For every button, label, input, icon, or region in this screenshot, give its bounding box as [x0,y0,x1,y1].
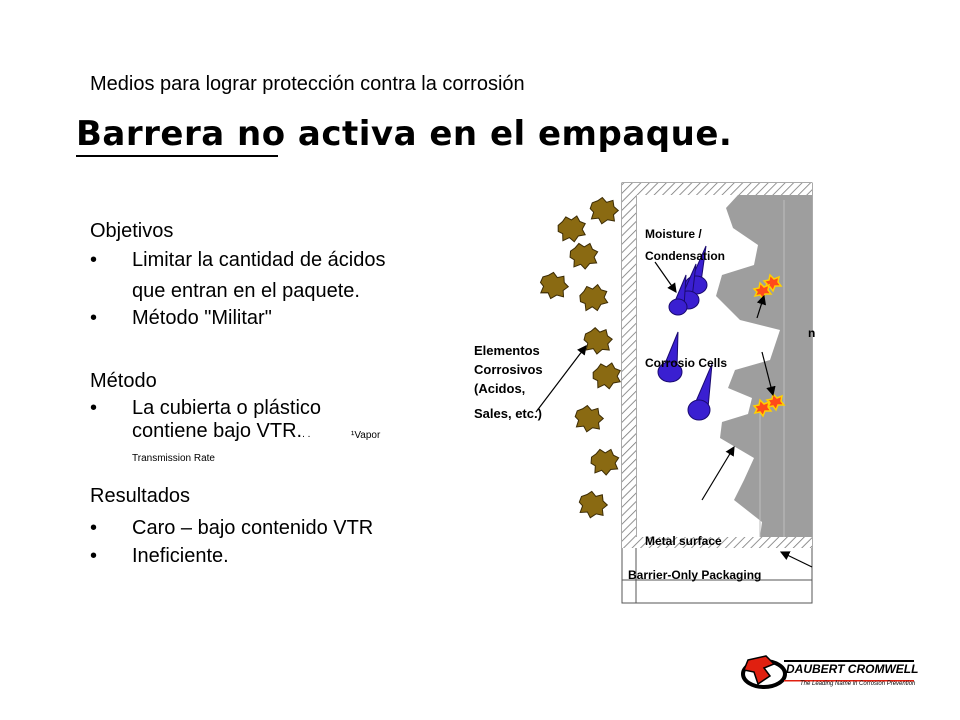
objective-text: Limitar la cantidad de ácidos [132,249,386,271]
metal-surface-label: Metal surface [645,534,722,548]
method-heading: Método [90,370,157,392]
corrosive-agent-icon [578,490,609,519]
method-continuation: contiene bajo VTR.. . [132,420,310,443]
objective-text: Método "Militar" [132,307,272,329]
bullet-dot: • [90,307,98,329]
barrier-film-bottom [636,537,812,548]
method-text-line2: contiene bajo VTR. [132,420,303,442]
corrosive-agent-icon [589,196,620,225]
corrosive-agent-icon [539,271,570,300]
moisture-droplets [657,245,713,421]
method-bullet: • La cubierta o plástico [90,397,450,423]
title-underline [76,155,278,157]
moisture-label-line2: Condensation [645,249,725,263]
result-bullet-1: • Caro – bajo contenido VTR [90,517,450,543]
bullet-dot: • [90,545,98,567]
bullet-dot: • [90,249,98,271]
corrosion-cells-label: Corrosio Cells [645,356,727,370]
corrosive-elements-label-line2: Corrosivos [474,362,543,377]
company-logo: DAUBERT CROMWELL The Leading Name in Cor… [740,650,918,692]
corrosive-agents [539,196,621,519]
objectives-heading: Objetivos [90,220,174,242]
corrosive-elements-label-line4: Sales, etc.) [474,406,542,421]
droplet-icon [657,331,683,383]
corrosion-cells-label-n: n [808,326,815,340]
metal-surface-shape [716,195,812,537]
corrosive-agent-icon [569,242,599,270]
spark-icon [752,398,773,418]
corrosive-agent-icon [574,404,605,433]
corrosive-elements-label-line3: (Acidos, [474,381,525,396]
result-bullet-2: • Ineficiente. [90,545,450,571]
corrosive-agent-icon [579,283,609,312]
corrosive-elements-label-line1: Elementos [474,343,540,358]
corrosive-agent-icon [592,362,621,390]
result-text: Ineficiente. [132,545,229,567]
moisture-label-line1: Moisture / [645,227,702,241]
barrier-film-top [622,183,812,195]
footnote-text: Transmission Rate [132,453,215,464]
logo-brand-text: DAUBERT CROMWELL [786,662,919,676]
droplet-icon [687,363,713,421]
results-heading: Resultados [90,485,191,507]
method-dots: . . [302,429,311,440]
logo-tagline-text: The Leading Name in Corrosion Prevention [800,681,916,687]
footnote-mark: ¹Vapor [351,430,381,441]
bullet-dot: • [90,397,98,419]
logo-mark-icon [741,655,914,689]
barrier-packaging-diagram: Moisture / Condensation Corrosio Cells n… [474,182,815,604]
corrosive-agent-icon [583,327,613,355]
bullet-dot: • [90,517,98,539]
objective-bullet-1: • Limitar la cantidad de ácidos [90,249,450,275]
corrosive-agent-icon [557,215,586,243]
result-text: Caro – bajo contenido VTR [132,517,374,539]
objective-continuation: que entran en el paquete. [132,280,360,302]
pointer-arrows [535,261,813,568]
diagram-caption: Barrier-Only Packaging [628,568,761,582]
objective-bullet-2: • Método "Militar" [90,307,450,333]
barrier-film-left [622,195,636,548]
slide-title: Barrera no activa en el empaque. [76,114,733,154]
droplet-icon [668,274,688,316]
corrosive-agent-icon [590,448,620,476]
method-text: La cubierta o plástico [132,397,322,419]
slide-subtitle: Medios para lograr protección contra la … [90,73,525,95]
